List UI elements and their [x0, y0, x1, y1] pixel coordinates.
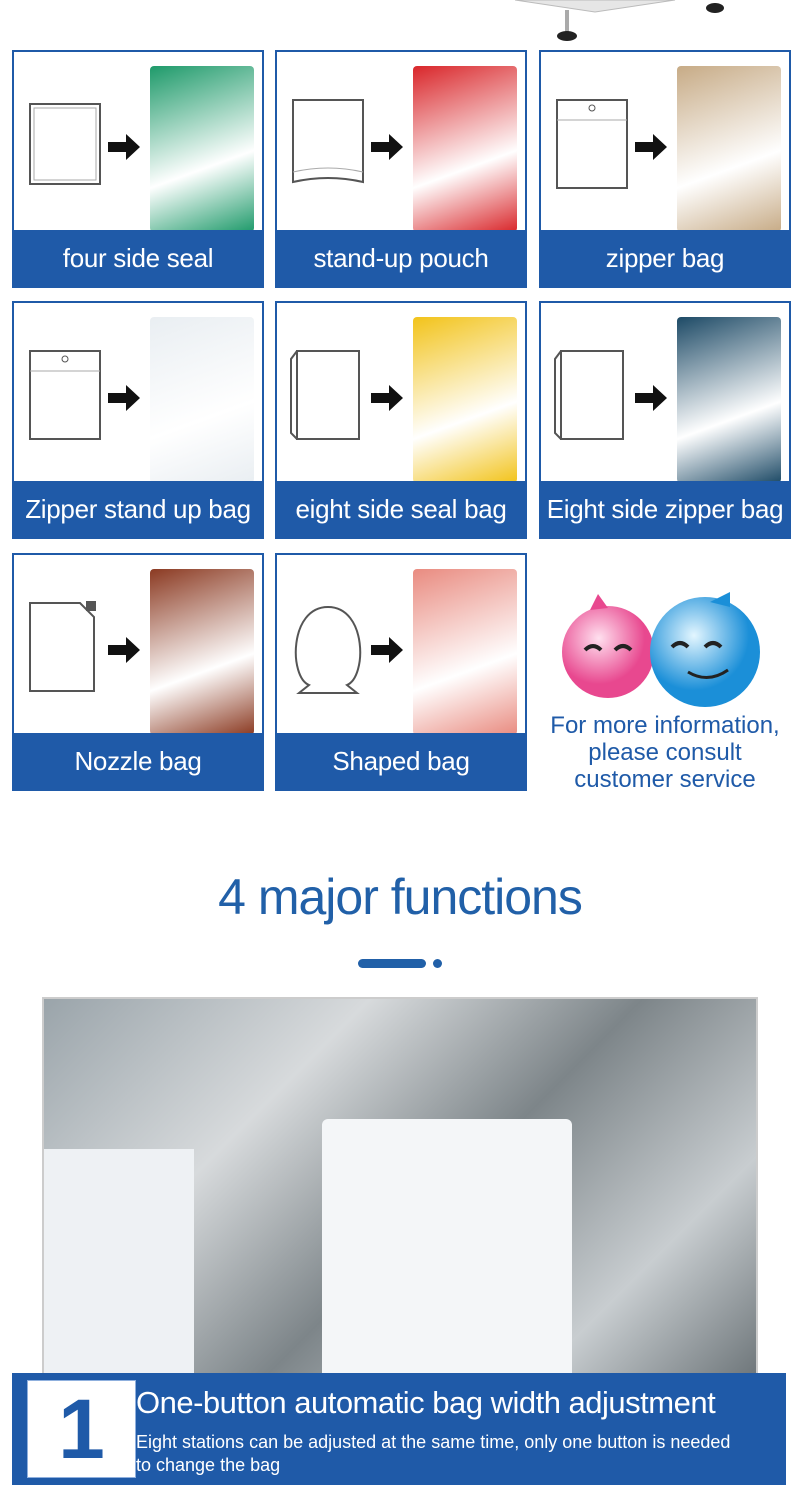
arrow-right-icon	[371, 134, 403, 160]
bag-product-image	[413, 317, 517, 483]
info-line: customer service	[574, 766, 756, 793]
machine-photo	[42, 997, 758, 1377]
feature-banner: 1 One-button automatic bag width adjustm…	[12, 1373, 786, 1485]
bag-type-card: Shaped bag	[275, 553, 527, 791]
bag-type-label: Eight side zipper bag	[541, 481, 789, 537]
bag-outline-icon	[29, 350, 101, 440]
bag-type-card: Zipper stand up bag	[12, 301, 264, 539]
bag-outline-icon	[554, 350, 624, 440]
bag-type-label: Nozzle bag	[14, 733, 262, 789]
feature-title: One-button automatic bag width adjustmen…	[136, 1385, 716, 1420]
bag-type-label: eight side seal bag	[277, 481, 525, 537]
feature-description: Eight stations can be adjusted at the sa…	[136, 1432, 731, 1475]
arrow-right-icon	[635, 385, 667, 411]
section-title: 4 major functions	[218, 869, 583, 925]
bag-outline-icon	[290, 350, 360, 440]
bag-product-image	[150, 317, 254, 483]
arrow-right-icon	[108, 637, 140, 663]
bag-type-card: eight side seal bag	[275, 301, 527, 539]
bag-product-image	[677, 66, 781, 232]
bag-outline-icon	[292, 99, 364, 184]
bag-product-image	[677, 317, 781, 483]
bag-product-image	[150, 66, 254, 232]
bag-type-label: Zipper stand up bag	[14, 481, 262, 537]
bag-outline-icon	[29, 103, 101, 185]
bag-type-card: zipper bag	[539, 50, 791, 288]
bag-outline-icon	[29, 601, 96, 692]
arrow-right-icon	[108, 134, 140, 160]
bag-type-card: four side seal	[12, 50, 264, 288]
title-dot	[433, 959, 442, 968]
bag-type-label: zipper bag	[541, 230, 789, 286]
bag-outline-icon	[294, 605, 362, 694]
bag-type-card: stand-up pouch	[275, 50, 527, 288]
bag-type-label: stand-up pouch	[277, 230, 525, 286]
bag-type-card: Eight side zipper bag	[539, 301, 791, 539]
bag-product-image	[150, 569, 254, 735]
bag-photo	[44, 1149, 194, 1375]
bag-type-label: Shaped bag	[277, 733, 525, 789]
info-line: please consult	[588, 739, 742, 766]
bag-product-image	[413, 569, 517, 735]
info-text: For more information, please consult cus…	[530, 712, 800, 793]
arrow-right-icon	[635, 134, 667, 160]
arrow-right-icon	[371, 637, 403, 663]
machine-base-image	[515, 0, 724, 41]
chat-bubbles-icon	[562, 592, 760, 707]
arrow-right-icon	[108, 385, 140, 411]
info-line: For more information,	[550, 712, 780, 739]
bag-product-image	[413, 66, 517, 232]
bag-outline-icon	[556, 99, 628, 189]
feature-number: 1	[27, 1380, 136, 1478]
bag-type-label: four side seal	[14, 230, 262, 286]
bag-type-card: Nozzle bag	[12, 553, 264, 791]
title-underline	[358, 959, 426, 968]
bag-photo	[322, 1119, 572, 1375]
arrow-right-icon	[371, 385, 403, 411]
